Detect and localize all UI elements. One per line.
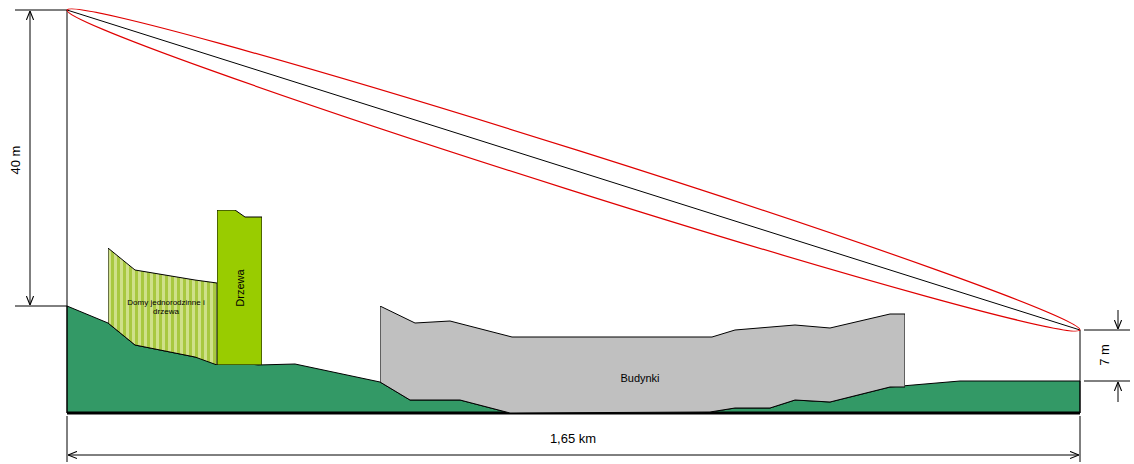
dim-line [1118, 382, 1119, 402]
node-label: Domy jednorodzinne i drzewa [116, 298, 216, 316]
dim-tick [15, 306, 67, 307]
mast-left [67, 10, 68, 413]
dim-tick [1084, 381, 1130, 382]
node-label: Budynki [580, 372, 700, 385]
dimension-label: 1,65 km [550, 431, 596, 446]
mast-right [1080, 330, 1081, 413]
houses-block: Domy jednorodzinne i drzewa [108, 248, 217, 365]
dimension-label: 7 m [1097, 344, 1112, 366]
dim-tick [1080, 416, 1081, 462]
dim-tick [1084, 330, 1130, 331]
node-label: Drzewa [233, 269, 246, 306]
outline [108, 248, 217, 365]
dimension-label: 40 m [8, 146, 23, 175]
dim-line [30, 11, 31, 305]
dim-tick [15, 10, 67, 11]
buildings-block: Budynki [380, 306, 905, 413]
dim-line [1118, 310, 1119, 329]
dim-line [68, 455, 1079, 456]
outline [380, 306, 905, 413]
trees-block: Drzewa [217, 210, 262, 365]
dim-tick [67, 416, 68, 462]
outline [217, 210, 262, 365]
node-outline [380, 306, 905, 413]
